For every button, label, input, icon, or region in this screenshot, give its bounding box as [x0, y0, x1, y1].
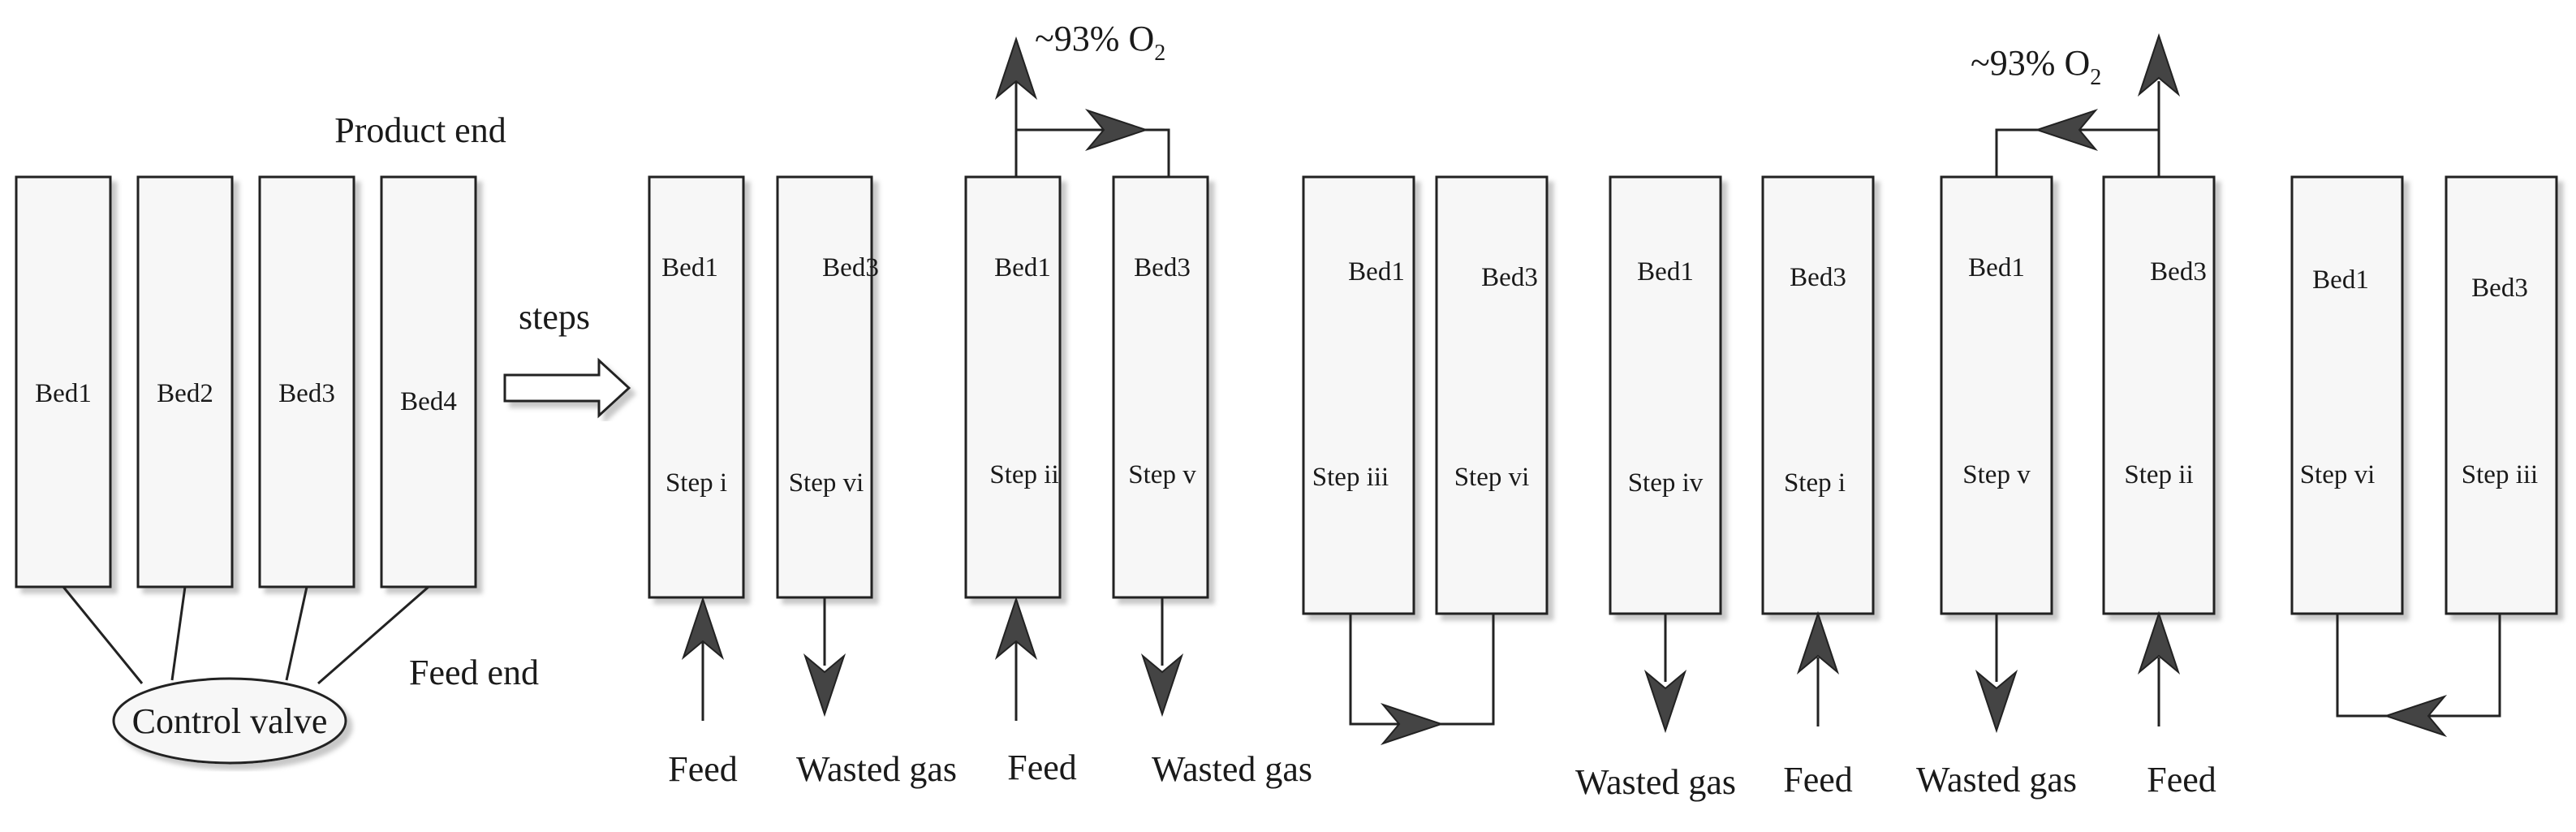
pair-5-purge-arrow-icon — [2034, 108, 2099, 152]
pair-4-right-flow: Feed — [1783, 760, 1853, 800]
feed-end-label: Feed end — [409, 653, 539, 692]
pair-5-feed-arrow-icon — [2137, 610, 2181, 675]
pair-6-left-step: Step vi — [2300, 460, 2376, 489]
pair-5-o2-out-arrow-icon — [2137, 32, 2181, 97]
pair-3-left-bed-name: Bed1 — [1348, 257, 1405, 287]
pair-5: Bed1 Step v Bed3 Step ii ~93% O2 Wasted … — [1916, 32, 2216, 800]
pair-1-right-bed-name: Bed3 — [822, 253, 879, 282]
pair-1-right-step: Step vi — [789, 468, 864, 498]
overview-beds: Bed1 Bed2 Bed3 Bed4 — [15, 175, 477, 588]
control-valve-ellipse — [112, 677, 347, 765]
overview-bed-3-label: Bed3 — [278, 379, 335, 408]
pair-4-right-bed: Bed3 Step i — [1761, 175, 1875, 615]
pair-4-left-bed: Bed1 Step iv — [1609, 175, 1722, 615]
overview-bed-1-label: Bed1 — [35, 379, 92, 408]
overview-bed-2: Bed2 — [136, 175, 234, 588]
pair-2-purge-arrow-icon — [1084, 108, 1149, 152]
pair-2-left-bed: Bed1 Step ii — [964, 175, 1062, 599]
pair-1-right-bed: Bed3 Step vi — [776, 175, 879, 599]
pair-4-feed-arrow-icon — [1796, 610, 1840, 675]
pair-2-left-bed-name: Bed1 — [994, 253, 1051, 282]
pair-2-left-flow: Feed — [1007, 748, 1077, 787]
pair-2-o2-out-arrow-icon — [994, 36, 1038, 101]
pair-5-right-bed: Bed3 Step ii — [2102, 175, 2216, 615]
overview-bed-3: Bed3 — [258, 175, 355, 588]
valve-connection-lines — [62, 585, 429, 685]
pair-3-right-bed-name: Bed3 — [1481, 263, 1538, 292]
pair-5-right-step: Step ii — [2124, 460, 2193, 489]
pair-1-left-flow: Feed — [668, 749, 738, 789]
product-end-label: Product end — [334, 110, 506, 150]
pair-5-right-bed-name: Bed3 — [2150, 257, 2207, 287]
pair-4-waste-arrow-icon — [1643, 669, 1687, 734]
pair-1-left-bed-name: Bed1 — [661, 253, 718, 282]
pair-4-left-flow: Wasted gas — [1575, 762, 1736, 802]
pair-2-right-bed: Bed3 Step v — [1112, 175, 1209, 599]
pair-5-left-bed: Bed1 Step v — [1940, 175, 2053, 615]
pair-1-feed-arrow-icon — [681, 596, 725, 661]
overview-bed-2-label: Bed2 — [157, 379, 213, 408]
pair-6-right-step: Step iii — [2462, 460, 2538, 489]
pair-5-left-flow: Wasted gas — [1916, 760, 2077, 800]
pair-2-right-step: Step v — [1128, 460, 1196, 489]
steps-label: steps — [519, 297, 590, 337]
pair-3-left-step: Step iii — [1312, 463, 1389, 492]
pair-1-waste-arrow-icon — [803, 653, 846, 718]
pair-3-equalize-arrow-icon — [1380, 702, 1445, 746]
pair-4-right-bed-name: Bed3 — [1790, 263, 1846, 292]
pair-5-left-bed-name: Bed1 — [1968, 253, 2025, 282]
overview-bed-4-label: Bed4 — [400, 387, 457, 416]
pair-3-right-step: Step vi — [1454, 463, 1530, 492]
pair-4-left-bed-name: Bed1 — [1637, 257, 1694, 287]
pair-3-left-bed: Bed1 Step iii — [1302, 175, 1415, 615]
steps-arrow-icon — [503, 357, 631, 419]
pair-2: Bed1 Step ii Bed3 Step v ~93% O2 Feed Wa… — [964, 19, 1312, 789]
pair-3-right-bed: Bed3 Step vi — [1435, 175, 1549, 615]
pair-4-left-step: Step iv — [1628, 468, 1704, 498]
pair-2-left-step: Step ii — [989, 460, 1058, 489]
pair-6: Bed1 Step vi Bed3 Step iii — [2290, 175, 2558, 738]
control-valve-label: Control valve — [132, 701, 328, 741]
pair-2-feed-arrow-icon — [994, 596, 1038, 661]
pair-1-left-bed: Bed1 Step i — [648, 175, 745, 599]
pair-1: Bed1 Step i Bed3 Step vi Feed Wasted gas — [648, 175, 957, 789]
pair-5-waste-arrow-icon — [1975, 669, 2018, 734]
pair-6-right-bed-name: Bed3 — [2471, 274, 2528, 303]
pair-2-o2-label: ~93% O2 — [1035, 19, 1165, 66]
pair-1-left-step: Step i — [666, 468, 727, 498]
pair-2-right-bed-name: Bed3 — [1134, 253, 1191, 282]
overview-bed-1: Bed1 — [15, 175, 112, 588]
overview-bed-4: Bed4 — [380, 175, 477, 588]
pair-5-o2-label: ~93% O2 — [1971, 43, 2101, 90]
pair-3: Bed1 Step iii Bed3 Step vi — [1302, 175, 1549, 746]
pair-5-left-step: Step v — [1962, 460, 2031, 489]
pair-1-right-flow: Wasted gas — [796, 749, 957, 789]
pair-2-right-flow: Wasted gas — [1152, 749, 1312, 789]
pair-6-right-bed: Bed3 Step iii — [2445, 175, 2558, 615]
pair-5-right-flow: Feed — [2147, 760, 2216, 800]
pair-6-left-bed-name: Bed1 — [2312, 265, 2369, 295]
pair-6-left-bed: Bed1 Step vi — [2290, 175, 2404, 615]
pair-4-right-step: Step i — [1784, 468, 1846, 498]
pair-6-equalize-arrow-icon — [2383, 694, 2448, 738]
pair-4: Bed1 Step iv Bed3 Step i Wasted gas Feed — [1575, 175, 1875, 802]
pair-2-waste-arrow-icon — [1140, 653, 1184, 718]
